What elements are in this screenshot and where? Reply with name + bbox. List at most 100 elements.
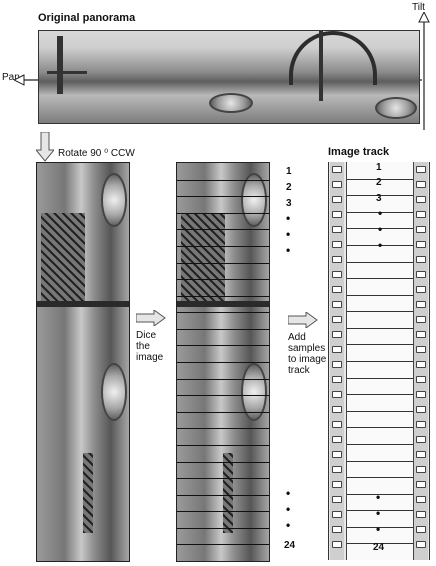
- sprocket-hole: [416, 391, 426, 398]
- sprocket-hole: [332, 211, 342, 218]
- track-ellipsis-dot: •: [376, 506, 380, 520]
- slice-divider: [177, 495, 269, 496]
- sprocket-hole: [332, 301, 342, 308]
- slice-divider: [177, 362, 269, 363]
- sprocket-hole: [416, 271, 426, 278]
- diced-fountain-top: [241, 173, 267, 227]
- track-frame-divider: [347, 444, 413, 445]
- sprocket-hole: [416, 421, 426, 428]
- original-panorama-title: Original panorama: [38, 12, 135, 24]
- track-ellipsis-dot: •: [378, 238, 382, 252]
- sprocket-hole: [332, 316, 342, 323]
- sprocket-hole: [332, 226, 342, 233]
- sprocket-hole: [332, 286, 342, 293]
- sprocket-hole: [416, 406, 426, 413]
- track-ellipsis-dot: •: [378, 206, 382, 220]
- sprocket-hole: [332, 346, 342, 353]
- diced-deck: [177, 301, 269, 307]
- track-frame-divider: [347, 477, 413, 478]
- sprocket-hole: [332, 181, 342, 188]
- image-track-title: Image track: [328, 146, 389, 158]
- track-ellipsis-dot: •: [376, 490, 380, 504]
- sprocket-hole: [416, 211, 426, 218]
- track-frame-divider: [347, 311, 413, 312]
- sprocket-hole: [332, 361, 342, 368]
- sprocket-hole: [332, 421, 342, 428]
- track-ellipsis-dot: •: [378, 222, 382, 236]
- sprocket-hole: [416, 541, 426, 548]
- track-frame-divider: [347, 378, 413, 379]
- rotated-fountain-top: [101, 173, 127, 227]
- dice-right-arrow-icon: [136, 310, 166, 326]
- bridge-tower-left: [57, 36, 63, 94]
- slice-divider: [177, 196, 269, 197]
- slice-ellipsis-dot: •: [286, 211, 290, 225]
- sprocket-hole: [416, 511, 426, 518]
- rotate-down-arrow-icon: [36, 132, 54, 162]
- fountain-left: [209, 93, 253, 113]
- track-frame-divider: [347, 411, 413, 412]
- sprocket-hole: [416, 466, 426, 473]
- track-frame-divider: [347, 262, 413, 263]
- slice-divider: [177, 379, 269, 380]
- sprocket-hole: [332, 391, 342, 398]
- slice-divider: [177, 213, 269, 214]
- slice-divider: [177, 395, 269, 396]
- rotate-label: Rotate 90 ⁰ CCW: [58, 148, 135, 159]
- rotated-tower: [83, 453, 93, 533]
- sprocket-hole: [416, 166, 426, 173]
- sprocket-column-right: [414, 162, 428, 560]
- track-number-3: 3: [376, 193, 382, 204]
- sprocket-hole: [332, 406, 342, 413]
- sprocket-hole: [332, 526, 342, 533]
- slice-divider: [177, 329, 269, 330]
- diced-panorama-strip: [176, 162, 270, 562]
- slice-number-3: 3: [286, 198, 292, 209]
- sprocket-hole: [332, 256, 342, 263]
- sprocket-hole: [332, 241, 342, 248]
- rotated-panorama-strip: [36, 162, 130, 562]
- slice-divider: [177, 462, 269, 463]
- track-number-24: 24: [373, 542, 384, 553]
- slice-divider: [177, 246, 269, 247]
- slice-divider: [177, 312, 269, 313]
- sprocket-hole: [416, 301, 426, 308]
- bridge-tower-right: [319, 31, 323, 101]
- slice-ellipsis-dot: •: [286, 243, 290, 257]
- sprocket-hole: [416, 316, 426, 323]
- diced-bridge-girder: [181, 213, 225, 303]
- sprocket-hole: [416, 436, 426, 443]
- sprocket-hole: [332, 466, 342, 473]
- sprocket-hole: [416, 241, 426, 248]
- track-frame-divider: [347, 328, 413, 329]
- slice-divider: [177, 478, 269, 479]
- track-number-1: 1: [376, 162, 382, 173]
- sprocket-hole: [416, 451, 426, 458]
- slice-number-24: 24: [284, 540, 295, 551]
- track-ellipsis-dot: •: [376, 522, 380, 536]
- sprocket-hole: [416, 181, 426, 188]
- sprocket-hole: [416, 346, 426, 353]
- track-frame-divider: [347, 394, 413, 395]
- sprocket-hole: [416, 376, 426, 383]
- bridge-deck-left: [47, 71, 87, 74]
- sprocket-hole: [332, 511, 342, 518]
- slice-number-1: 1: [286, 166, 292, 177]
- sprocket-hole: [416, 496, 426, 503]
- dice-label: Dice the image: [136, 330, 163, 363]
- slice-divider: [177, 296, 269, 297]
- sprocket-hole: [416, 226, 426, 233]
- sprocket-hole: [332, 271, 342, 278]
- sprocket-hole: [416, 361, 426, 368]
- sprocket-column-left: [330, 162, 344, 560]
- slice-divider: [177, 229, 269, 230]
- slice-divider: [177, 263, 269, 264]
- slice-divider: [177, 180, 269, 181]
- sprocket-hole: [332, 481, 342, 488]
- sprocket-hole: [332, 331, 342, 338]
- slice-ellipsis-dot: •: [286, 502, 290, 516]
- sprocket-hole: [416, 256, 426, 263]
- track-frame-divider: [347, 427, 413, 428]
- sprocket-hole: [332, 196, 342, 203]
- slice-divider: [177, 445, 269, 446]
